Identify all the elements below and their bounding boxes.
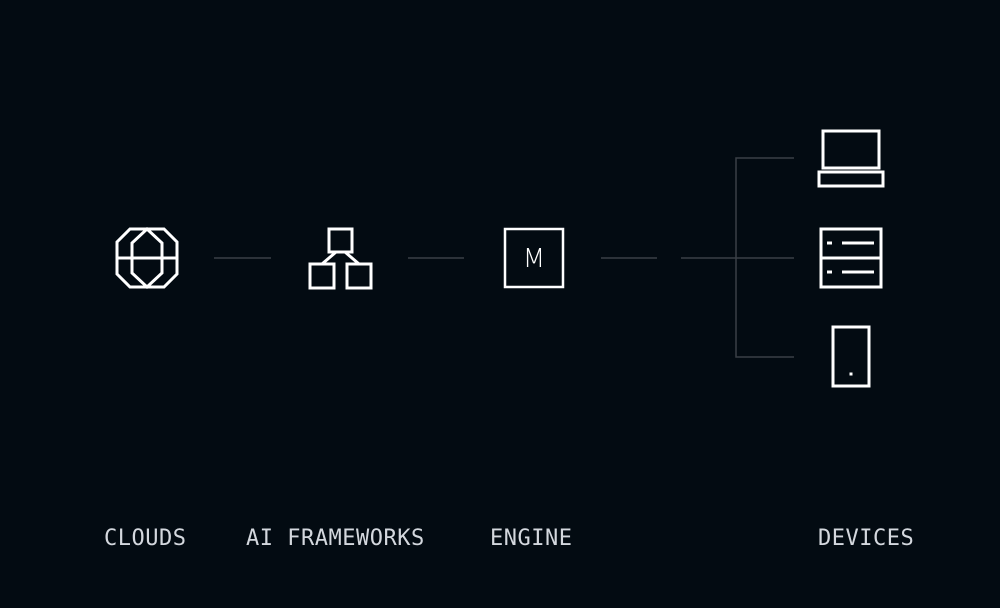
label-engine: ENGINE	[490, 526, 573, 551]
hierarchy-blocks-icon	[308, 227, 373, 290]
label-ai-frameworks: AI FRAMEWORKS	[246, 526, 425, 551]
engine-logo-letter: M	[523, 244, 545, 274]
label-devices: DEVICES	[818, 526, 915, 551]
phone-icon	[831, 325, 871, 388]
label-clouds: CLOUDS	[104, 526, 187, 551]
server-icon	[819, 227, 883, 289]
connector-device-branch	[735, 157, 794, 358]
globe-icon	[115, 226, 179, 290]
laptop-icon	[817, 129, 885, 188]
engine-logo-icon: M	[503, 227, 565, 289]
